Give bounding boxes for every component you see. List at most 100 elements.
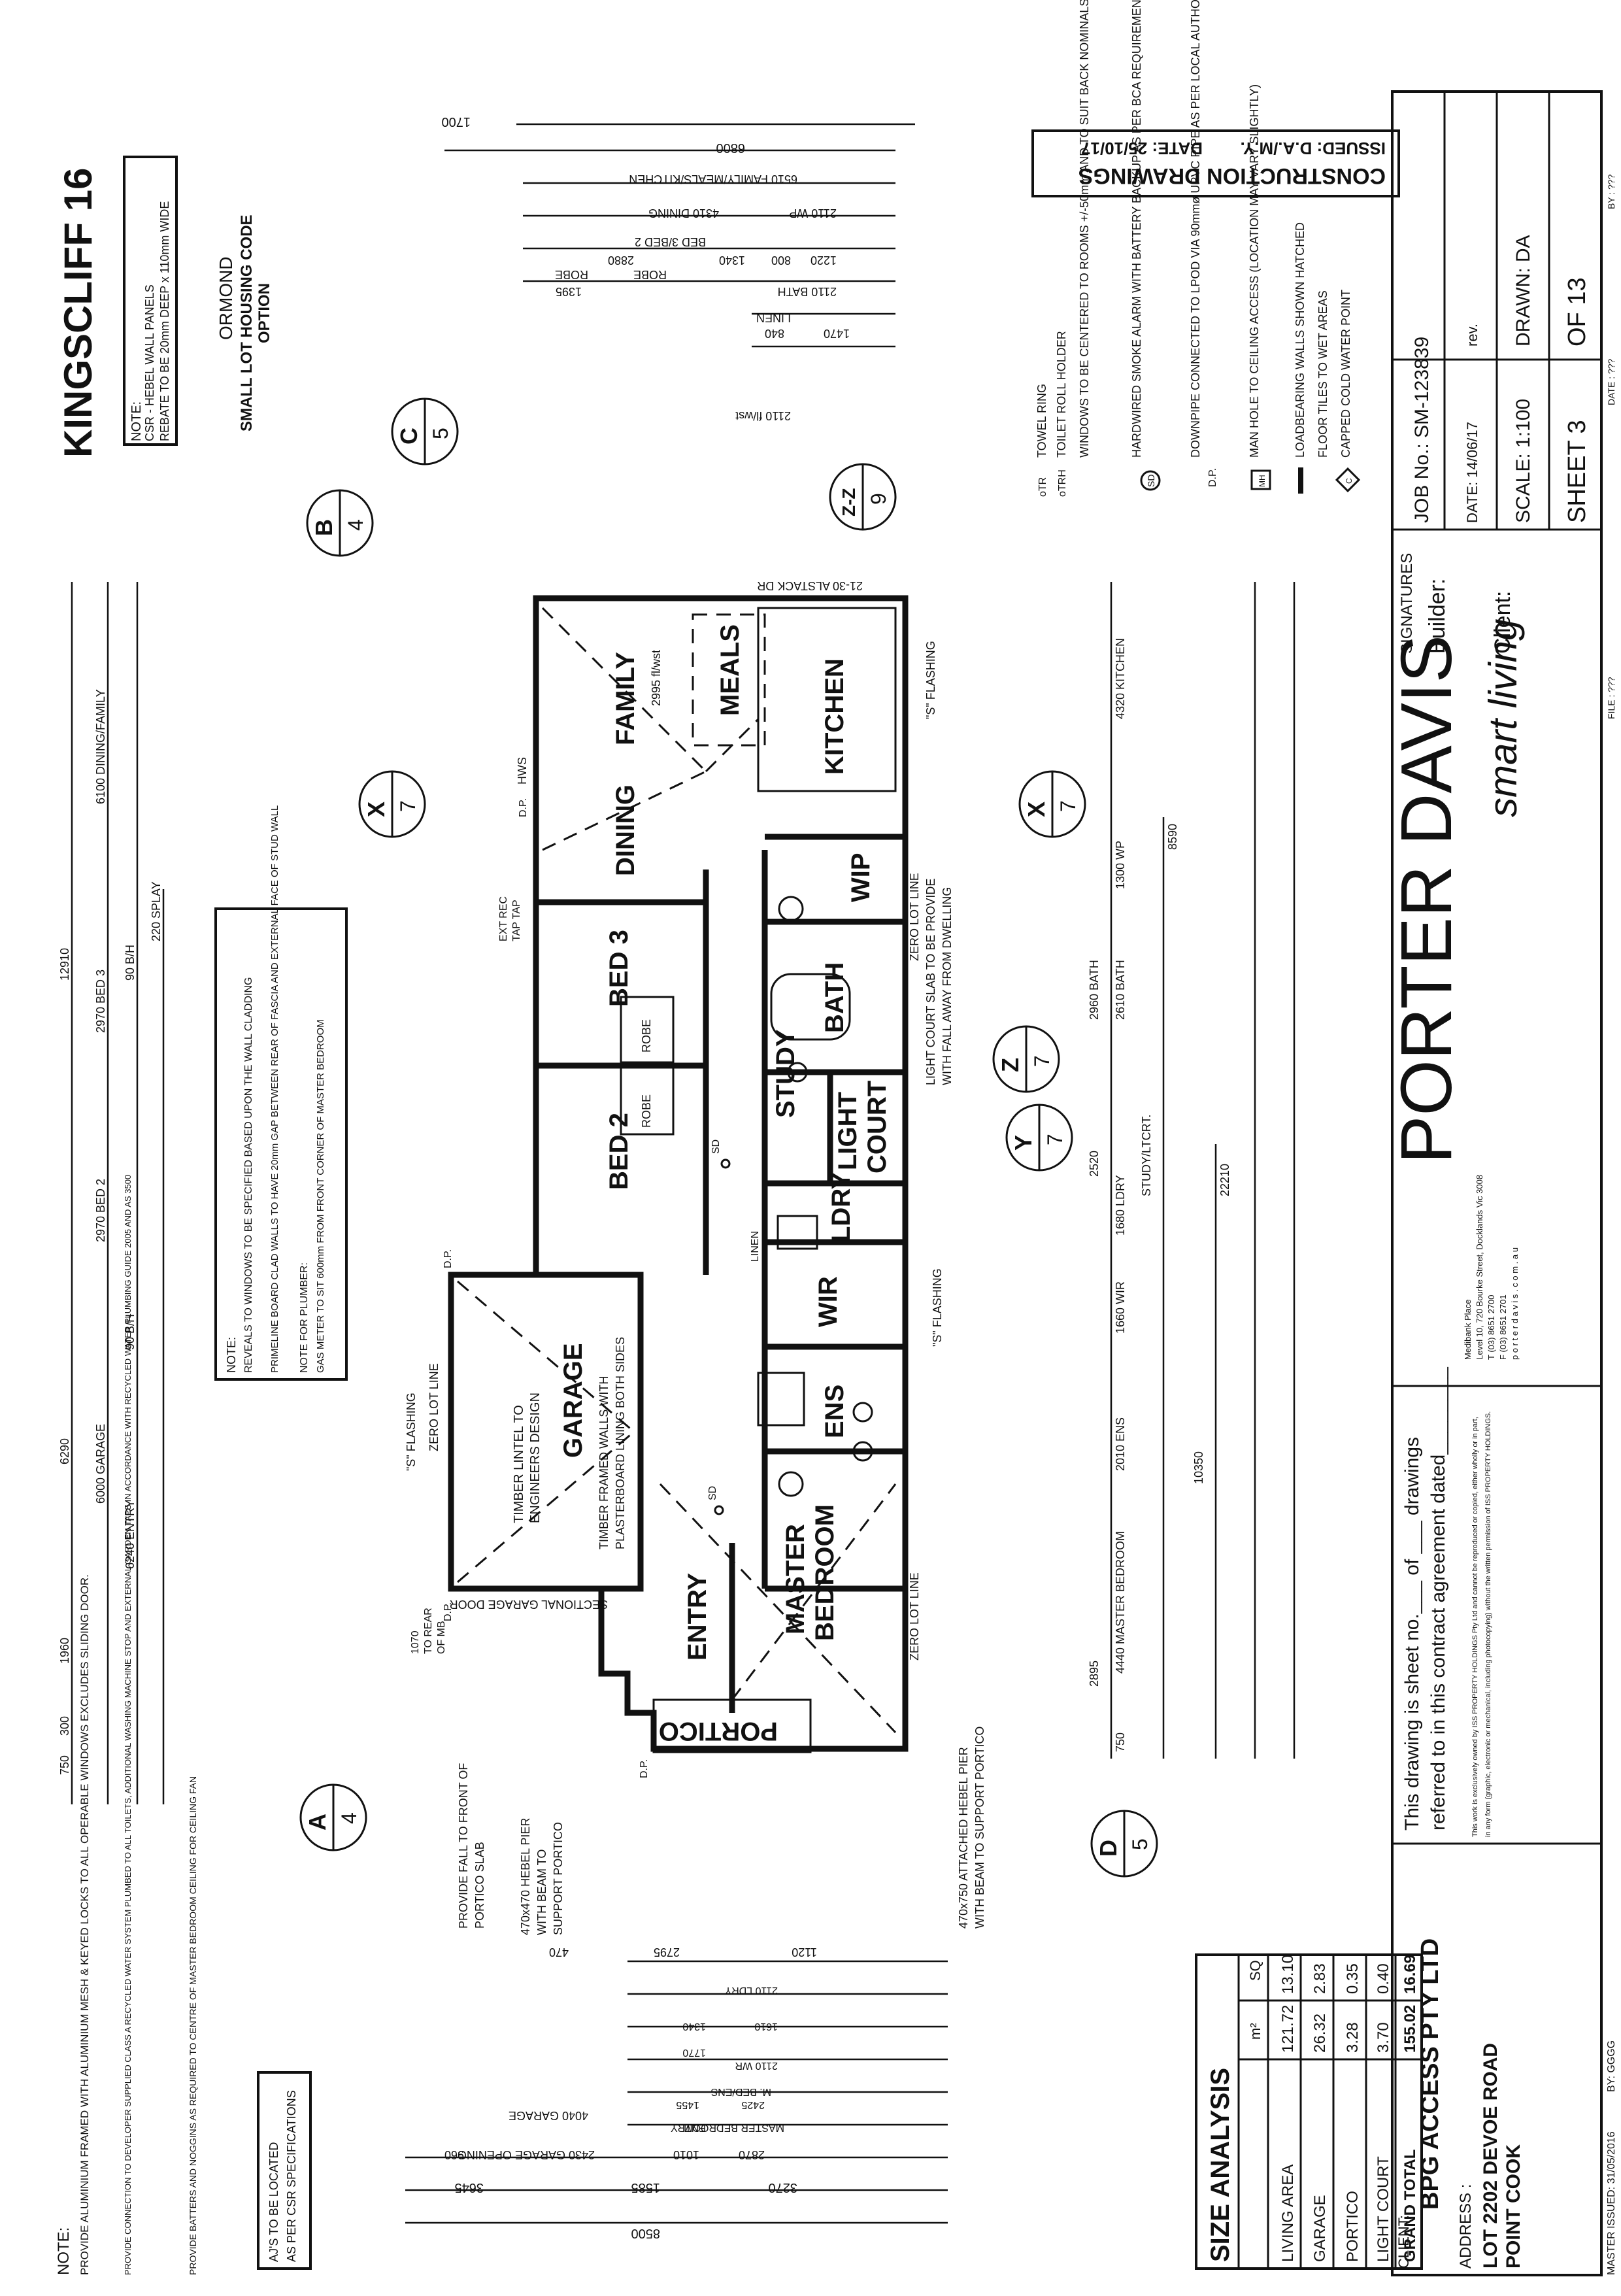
dim-top-d750: 750 (58, 1755, 71, 1775)
room-court: COURT (863, 1081, 892, 1173)
company-address2: Level 10, 720 Bourke Street, Docklands V… (1475, 1175, 1484, 1360)
client-address-label: ADDRESS : (1457, 2184, 1475, 2269)
issue-date: DATE: 25/10/17 (1081, 139, 1203, 158)
notes-mid-plumber: GAS METER TO SIT 600mm FROM FRONT CORNER… (315, 1019, 326, 1373)
dim-top-d12910: 12910 (58, 948, 71, 981)
room-bed3: BED 3 (605, 930, 633, 1007)
legend-text-8: CAPPED COLD WATER POINT (1339, 290, 1352, 458)
legend-sym-8: C (1345, 478, 1354, 484)
section-markers: A 4 B 4 C 5 D 5 X 7 (299, 397, 1158, 1878)
section-marker-zz: Z-Z 9 (829, 463, 897, 531)
top-dimensions: 750 300 1960 6290 12910 6000 GARAGE 2970… (58, 582, 165, 1804)
dim-right-robe1: ROBE (555, 268, 588, 281)
dim-bottom-d2895: 2895 (1088, 1661, 1101, 1687)
dim-top-bh2: 90 B/H (124, 945, 137, 981)
dim-bottom-d2960: 2960 BATH (1088, 960, 1101, 1020)
label-dp-2: D.P. (443, 1602, 454, 1621)
size-row-4-m2: 155.02 (1401, 2005, 1419, 2053)
size-row-2-name: PORTICO (1344, 2191, 1362, 2262)
dim-right-overall: 6800 (716, 141, 746, 155)
room-bath: BATH (820, 962, 849, 1033)
section-y-letter: Y (1010, 1135, 1037, 1151)
dim-left-garage-depth: 4040 GARAGE (509, 2109, 588, 2122)
dim-top-entry: 6240 ENTRY (124, 1500, 137, 1569)
size-analysis: SIZE ANALYSIS m² SQ LIVING AREA 121.72 1… (1195, 1953, 1423, 2270)
dim-right-r5: 1395 (556, 285, 582, 298)
dim-left-r1: 1010 (673, 2148, 699, 2161)
label-s-flashing-kitchen: "S" FLASHING (924, 641, 937, 719)
label-alstack: 21-30 ALSTACK DR (757, 579, 863, 592)
label-timber-lintel-2: ENGINEERS DESIGN (528, 1393, 543, 1523)
legend-text-5: MAN HOLE TO CEILING ACCESS (LOCATION MAY… (1248, 84, 1261, 458)
label-to-rear-2: TO REAR (423, 1608, 434, 1654)
notes-left-item-0: PROVIDE ALUMINIUM FRAMED WITH ALUMINIUM … (78, 1574, 91, 2275)
right-dimensions: 1700 6800 6510 FAMILY/MEALS/KITCHEN 4310… (442, 114, 915, 422)
title-code-line1: SMALL LOT HOUSING CODE (238, 214, 256, 431)
size-col-m2: m² (1247, 2023, 1263, 2040)
title-facade: ORMOND (216, 256, 236, 340)
dim-top-d300: 300 (58, 1716, 71, 1736)
section-z-letter: Z (997, 1058, 1024, 1072)
job-rev: rev. (1464, 324, 1480, 346)
smoke-alarm-hall (720, 1158, 731, 1169)
dim-right-linen: LINEN (756, 311, 791, 324)
label-light-court-1: LIGHT COURT SLAB TO BE PROVIDE (924, 879, 937, 1085)
dim-right-r3: 1220 (811, 254, 837, 267)
contract-copyright2: in any form (graphic, electronic or mech… (1484, 1411, 1492, 1837)
dim-right-robe2: ROBE (633, 268, 667, 281)
section-x1-letter: X (363, 802, 390, 817)
section-x1-num: 7 (396, 800, 420, 812)
label-attached-pier-2: WITH BEAM TO SUPPORT PORTICO (973, 1727, 986, 1929)
dim-left-r5: 1610 (754, 2021, 778, 2032)
title-block: CLIENT: BPG ACCESS PTY LTD ADDRESS : LOT… (1386, 90, 1617, 2276)
signatures-client: Client: (1490, 591, 1515, 654)
dim-left-d1: 3645 (455, 2180, 484, 2195)
size-heading: SIZE ANALYSIS (1206, 2068, 1235, 2262)
size-row-3-name: LIGHT COURT (1375, 2156, 1392, 2262)
label-provide-fall-1: PROVIDE FALL TO FRONT OF (457, 1763, 470, 1929)
label-zero-lot-master: ZERO LOT LINE (908, 1572, 921, 1661)
job-sheet: SHEET 3 (1563, 420, 1591, 523)
issue-issued: ISSUED: D.A./M.Y. (1241, 139, 1386, 158)
issue-heading: CONSTRUCTION DRAWINGS (1078, 163, 1386, 188)
section-c-letter: C (395, 428, 422, 445)
section-zz-num: 9 (867, 493, 890, 505)
dim-bottom-ens: 2010 ENS (1114, 1417, 1127, 1471)
label-sd-2: SD (707, 1486, 718, 1500)
label-sectional-door: SECTIONAL GARAGE DOOR (450, 1598, 608, 1611)
dim-left-d3: 3270 (769, 2180, 798, 2195)
label-light-court-2: WITH FALL AWAY FROM DWELLING (941, 887, 954, 1085)
legend-text-4: DOWNPIPE CONNECTED TO LPOD VIA 90mmø UPV… (1189, 0, 1202, 458)
legend-text-2: WINDOWS TO BE CENTERED TO ROOMS +/-50mm … (1078, 0, 1091, 458)
dim-top-d1960: 1960 (58, 1638, 71, 1664)
bathtub (770, 973, 851, 1041)
title-note-box (123, 156, 178, 446)
section-marker-c: C 5 (391, 397, 459, 465)
plan-annotations: TIMBER LINTEL TO ENGINEERS DESIGN TIMBER… (405, 579, 986, 1935)
dim-right-r7: 1470 (824, 327, 850, 340)
job-no: JOB No.: SM-123839 (1411, 337, 1433, 523)
toilet-wc (778, 896, 804, 922)
room-bedroom: BEDROOM (811, 1504, 839, 1641)
dim-right-r1: 2880 (608, 254, 634, 267)
fixtures (714, 896, 873, 1515)
dim-bottom-d750: 750 (1114, 1732, 1127, 1752)
contract-copyright1: This work is exclusively owned by ISS PR… (1471, 1417, 1479, 1837)
room-bed2: BED 2 (605, 1113, 633, 1190)
title-note-line1: CSR - HEBEL WALL PANELS (143, 284, 156, 441)
section-x2-num: 7 (1056, 800, 1080, 812)
dim-bottom-wir: 1660 WIR (1114, 1281, 1127, 1334)
dim-bottom-wp: 1300 WP (1114, 841, 1127, 889)
section-y-num: 7 (1043, 1134, 1067, 1145)
job-date: DATE: 14/06/17 (1464, 422, 1480, 523)
size-col-sq: SQ (1247, 1960, 1263, 1981)
section-d-num: 5 (1128, 1838, 1152, 1850)
dim-right-r4: 800 (771, 254, 791, 267)
job-scale: SCALE: 1:100 (1512, 399, 1534, 523)
ajs-box (257, 2071, 312, 2270)
dim-bottom-d10350: 10350 (1192, 1451, 1205, 1484)
section-marker-x1: X 7 (358, 770, 426, 838)
section-a-num: 4 (337, 1812, 361, 1824)
room-entry: ENTRY (683, 1573, 712, 1661)
